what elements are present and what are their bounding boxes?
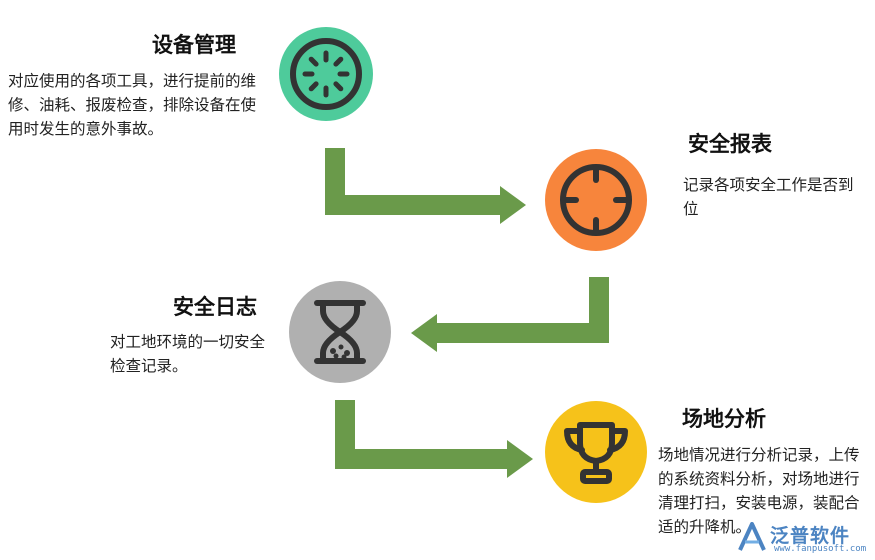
step-desc-equipment: 对应使用的各项工具，进行提前的维修、油耗、报废检查，排除设备在使用时发生的意外事…	[8, 72, 257, 138]
step-title-safety-log: 安全日志	[173, 295, 257, 319]
equipment-circle	[279, 27, 373, 121]
arrow-1-to-2	[325, 148, 505, 215]
site-analysis-circle	[545, 401, 647, 503]
watermark-logo: 泛普软件 www.fanpusoft.com	[736, 518, 872, 558]
trophy-icon	[564, 422, 628, 484]
step-title-safety-report: 安全报表	[688, 132, 772, 156]
arrow-3-to-4-head	[507, 440, 533, 478]
arrow-2-to-3-head	[411, 314, 437, 352]
arrow-1-to-2-head	[500, 186, 526, 224]
arrow-3-to-4	[335, 400, 512, 469]
safety-log-circle	[289, 281, 391, 383]
step-desc-site-analysis: 场地情况进行分析记录，上传的系统资料分析，对场地进行清理打扫，安装电源，装配合适…	[658, 446, 860, 536]
safety-report-circle	[545, 149, 647, 251]
watermark-text: 泛普软件	[770, 525, 851, 547]
hourglass-icon	[314, 300, 366, 364]
dial-icon	[290, 38, 362, 110]
watermark-url: www.fanpusoft.com	[774, 544, 867, 554]
step-title-site-analysis: 场地分析	[682, 407, 766, 431]
crosshair-icon	[560, 164, 632, 236]
arrow-2-to-3	[432, 277, 609, 343]
step-title-equipment: 设备管理	[152, 33, 236, 57]
step-desc-safety-report: 记录各项安全工作是否到位	[683, 176, 854, 218]
logo-icon	[738, 522, 766, 551]
step-desc-safety-log: 对工地环境的一切安全检查记录。	[110, 333, 266, 375]
